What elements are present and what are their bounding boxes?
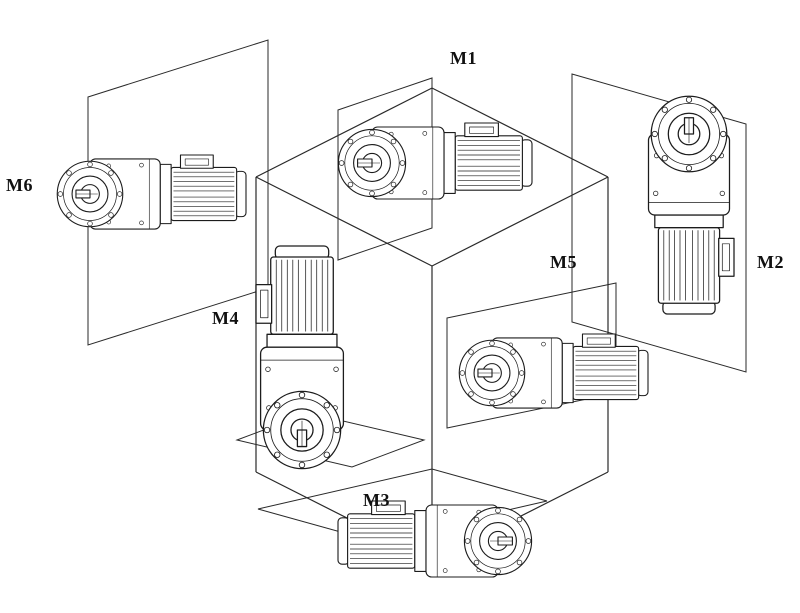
mounting-plane-m1 xyxy=(337,77,433,261)
gearmotor-m4-drawing xyxy=(255,245,345,470)
label-m3: M3 xyxy=(363,490,390,510)
label-m6: M6 xyxy=(6,175,33,195)
label-m4: M4 xyxy=(212,308,239,328)
gearmotor-m1-drawing xyxy=(337,122,533,200)
mounting-plane-m3 xyxy=(257,468,548,542)
label-m1: M1 xyxy=(450,48,477,68)
gearmotor-m6-drawing xyxy=(56,154,247,230)
gearmotor-m5-drawing xyxy=(458,333,649,409)
gearmotor-m3-drawing xyxy=(337,500,533,578)
label-m5: M5 xyxy=(550,252,577,272)
gearmotor-m2-drawing xyxy=(647,95,735,315)
mounting-planes xyxy=(87,39,747,542)
label-m2: M2 xyxy=(757,252,784,272)
